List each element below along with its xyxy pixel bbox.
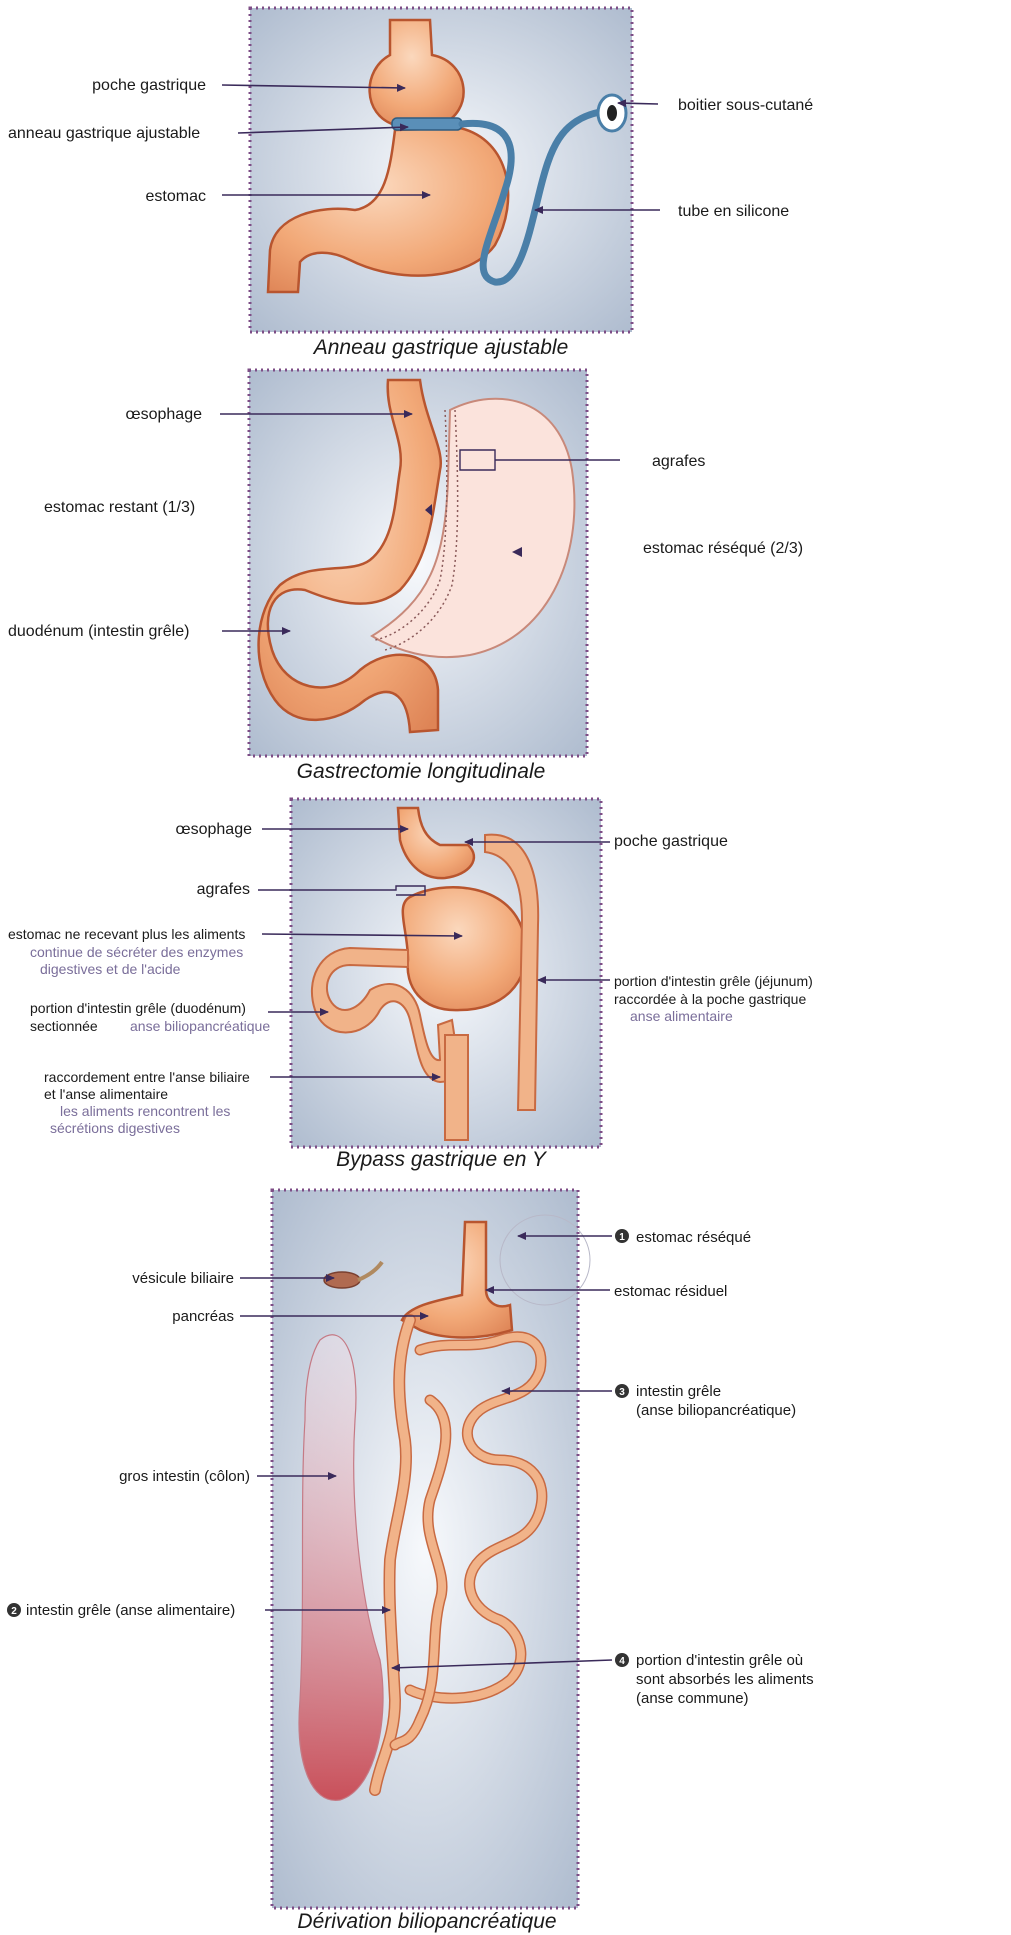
panel-caption: Anneau gastrique ajustable <box>312 336 569 359</box>
gallbladder <box>324 1272 360 1288</box>
label-aliments-rencontrent: les aliments rencontrent les <box>60 1103 230 1119</box>
bullet-1: 1 <box>615 1229 629 1243</box>
svg-text:4: 4 <box>619 1656 625 1667</box>
label-gros-intestin: gros intestin (côlon) <box>119 1468 250 1485</box>
label-tube: tube en silicone <box>678 203 789 220</box>
bullet-3: 3 <box>615 1384 629 1398</box>
label-oesophage: œsophage <box>126 406 203 423</box>
svg-text:1: 1 <box>619 1232 625 1243</box>
label-vesicule: vésicule biliaire <box>132 1270 234 1287</box>
adjustable-band <box>392 118 462 130</box>
label-anse-commune-1: portion d'intestin grêle où <box>636 1652 803 1669</box>
label-agrafes: agrafes <box>652 453 705 470</box>
label-secretions: sécrétions digestives <box>50 1120 180 1136</box>
label-estomac-restant: estomac restant (1/3) <box>44 499 195 516</box>
label-agrafes: agrafes <box>197 881 250 898</box>
label-anse-biliopancreatique: (anse biliopancréatique) <box>636 1402 796 1419</box>
label-anneau-gastrique: anneau gastrique ajustable <box>8 125 200 142</box>
label-boitier: boitier sous-cutané <box>678 97 813 114</box>
label-estomac-continue: continue de sécréter des enzymes <box>30 944 243 960</box>
label-intestin-grele-bp: intestin grêle <box>636 1383 721 1400</box>
label-estomac-digestives: digestives et de l'acide <box>40 961 181 977</box>
label-poche-gastrique: poche gastrique <box>614 833 728 850</box>
label-estomac-residuel: estomac résiduel <box>614 1283 727 1300</box>
label-estomac-reseque: estomac réséqué (2/3) <box>643 540 803 557</box>
label-pancreas: pancréas <box>172 1308 234 1325</box>
svg-text:2: 2 <box>11 1606 17 1617</box>
label-anse-alimentaire: anse alimentaire <box>630 1008 733 1024</box>
label-poche-gastrique: poche gastrique <box>92 77 206 94</box>
label-duodenum: duodénum (intestin grêle) <box>8 623 189 640</box>
panel-gastric-band: poche gastrique anneau gastrique ajustab… <box>8 8 813 359</box>
label-estomac: estomac <box>146 188 206 205</box>
panel-caption: Bypass gastrique en Y <box>336 1148 548 1171</box>
label-anse-alimentaire: intestin grêle (anse alimentaire) <box>26 1602 235 1619</box>
panel-biliopancreatic-diversion: 1 3 2 4 estomac réséqué vésicule biliair… <box>7 1190 814 1933</box>
label-oesophage: œsophage <box>176 821 253 838</box>
label-anse-biliopancreatique: anse biliopancréatique <box>130 1018 270 1034</box>
label-estomac-reseque: estomac réséqué <box>636 1229 751 1246</box>
bullet-4: 4 <box>615 1653 629 1667</box>
label-anse-commune-2: sont absorbés les aliments <box>636 1671 814 1688</box>
svg-text:3: 3 <box>619 1387 625 1398</box>
label-anse-commune-3: (anse commune) <box>636 1690 749 1707</box>
panel-caption: Dérivation biliopancréatique <box>297 1910 556 1933</box>
label-duodenum: portion d'intestin grêle (duodénum) <box>30 1000 246 1016</box>
label-raccordement-anse: et l'anse alimentaire <box>44 1086 168 1102</box>
label-raccordement: raccordement entre l'anse biliaire <box>44 1069 250 1085</box>
panel-gastric-bypass: œsophage poche gastrique agrafes estomac… <box>8 799 813 1171</box>
panel-caption: Gastrectomie longitudinale <box>297 760 546 783</box>
label-jejunum-raccordee: raccordée à la poche gastrique <box>614 991 806 1007</box>
label-jejunum: portion d'intestin grêle (jéjunum) <box>614 973 813 989</box>
bullet-2: 2 <box>7 1603 21 1617</box>
label-estomac-ne-recevant: estomac ne recevant plus les aliments <box>8 926 245 942</box>
panel-sleeve-gastrectomy: œsophage agrafes estomac restant (1/3) e… <box>8 370 803 783</box>
label-duodenum-sectionnee: sectionnée <box>30 1018 98 1034</box>
